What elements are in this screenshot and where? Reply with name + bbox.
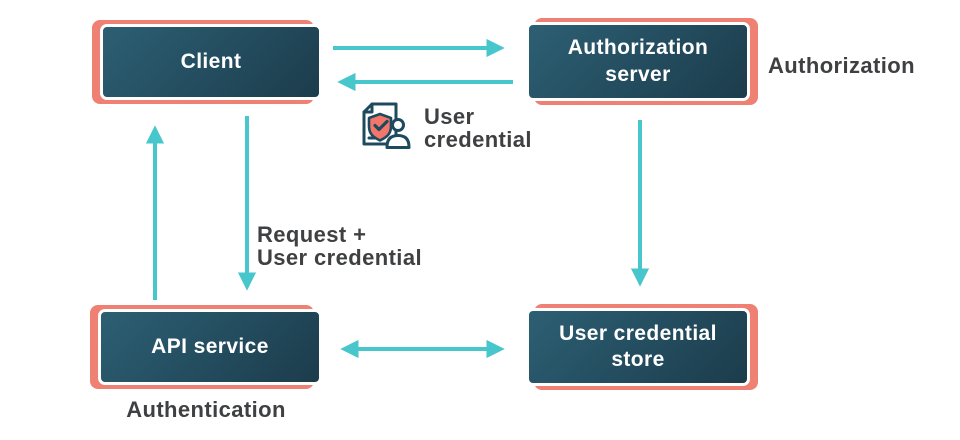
user-credential-icon: [362, 102, 411, 149]
node-client: Client: [92, 20, 322, 104]
node-user-credential-store: User credential store: [526, 304, 758, 390]
api-service-box: API service: [98, 309, 322, 385]
user-credential-store-box: User credential store: [526, 308, 750, 386]
authorization-server-box: Authorization server: [526, 22, 750, 101]
node-authorization-server: Authorization server: [526, 18, 758, 105]
api-service-label: API service: [151, 334, 269, 358]
node-api-service: API service: [90, 305, 322, 389]
authentication-phase-label: Authentication: [126, 397, 286, 422]
user-credential-store-label: User credential store: [559, 321, 717, 371]
user-credential-label: User credential: [424, 104, 532, 152]
authorization-server-label: Authorization server: [567, 36, 709, 86]
authorization-phase-label: Authorization: [768, 53, 915, 78]
client-label: Client: [180, 49, 242, 73]
client-box: Client: [100, 24, 322, 100]
request-user-credential-label: Request + User credential: [257, 222, 422, 270]
